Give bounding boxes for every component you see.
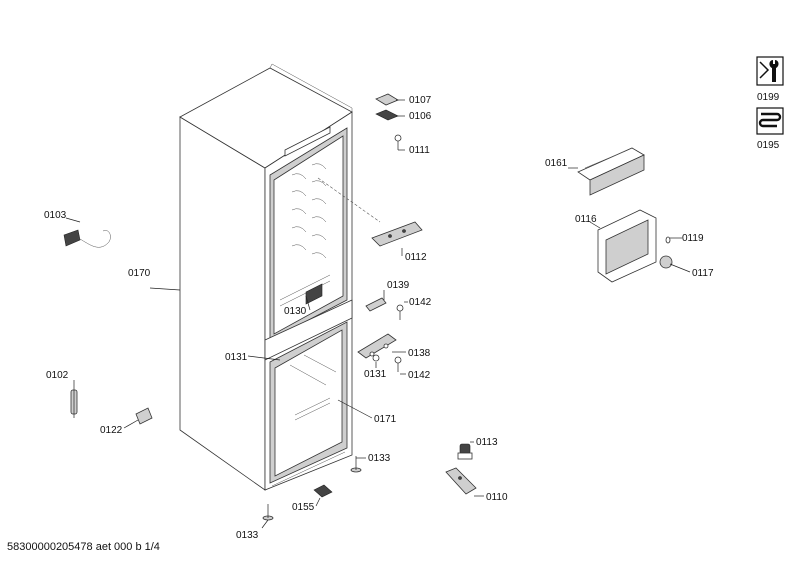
label-0195: 0195 — [757, 140, 780, 151]
label-0107: 0107 — [409, 95, 432, 106]
part-0112 — [371, 221, 423, 247]
label-0117: 0117 — [692, 268, 714, 279]
label-0142-top: 0142 — [409, 297, 432, 308]
part-0107 — [375, 93, 399, 106]
label-0130: 0130 — [284, 306, 307, 317]
label-0131-left: 0131 — [225, 352, 248, 363]
label-0133-bottom: 0133 — [236, 530, 259, 541]
part-0155 — [313, 484, 333, 498]
part-0111 — [394, 134, 402, 150]
label-0112: 0112 — [405, 252, 427, 263]
label-0103: 0103 — [44, 210, 67, 221]
label-0119: 0119 — [682, 233, 704, 244]
part-0138 — [357, 333, 397, 359]
part-0103 — [63, 229, 111, 248]
part-0161 — [577, 147, 645, 196]
cabinet — [179, 63, 381, 491]
label-0142-bottom: 0142 — [408, 370, 431, 381]
leader-lines — [65, 99, 691, 529]
label-0122: 0122 — [100, 425, 123, 436]
label-0111: 0111 — [409, 145, 430, 156]
part-0142b — [394, 356, 402, 372]
part-0119 — [665, 236, 671, 244]
part-0102 — [70, 386, 78, 418]
label-0102: 0102 — [46, 370, 69, 381]
part-0116 — [597, 209, 657, 283]
label-0133-right: 0133 — [368, 453, 391, 464]
part-0110 — [445, 467, 477, 495]
part-0117 — [659, 255, 673, 269]
label-0171: 0171 — [374, 414, 397, 425]
label-0106: 0106 — [409, 111, 432, 122]
label-0139: 0139 — [387, 280, 410, 291]
part-0113 — [457, 443, 473, 460]
wrench-icon — [756, 56, 784, 86]
label-0116: 0116 — [575, 214, 597, 225]
label-0131-right: 0131 — [364, 369, 387, 380]
part-0122 — [135, 407, 153, 425]
label-0138: 0138 — [408, 348, 431, 359]
part-0131b — [372, 354, 380, 362]
part-0133b — [262, 504, 274, 521]
part-0139 — [365, 297, 387, 312]
label-0170: 0170 — [128, 268, 151, 279]
label-0161: 0161 — [545, 158, 568, 169]
label-0113: 0113 — [476, 437, 498, 448]
label-0199: 0199 — [757, 92, 780, 103]
heating-coil-icon — [756, 107, 784, 135]
document-footer: 58300000205478 aet 000 b 1/4 — [7, 541, 160, 553]
part-0106 — [375, 109, 399, 121]
label-0110: 0110 — [486, 492, 508, 503]
label-0155: 0155 — [292, 502, 315, 513]
part-0133a — [350, 456, 362, 473]
part-0142a — [396, 304, 404, 320]
